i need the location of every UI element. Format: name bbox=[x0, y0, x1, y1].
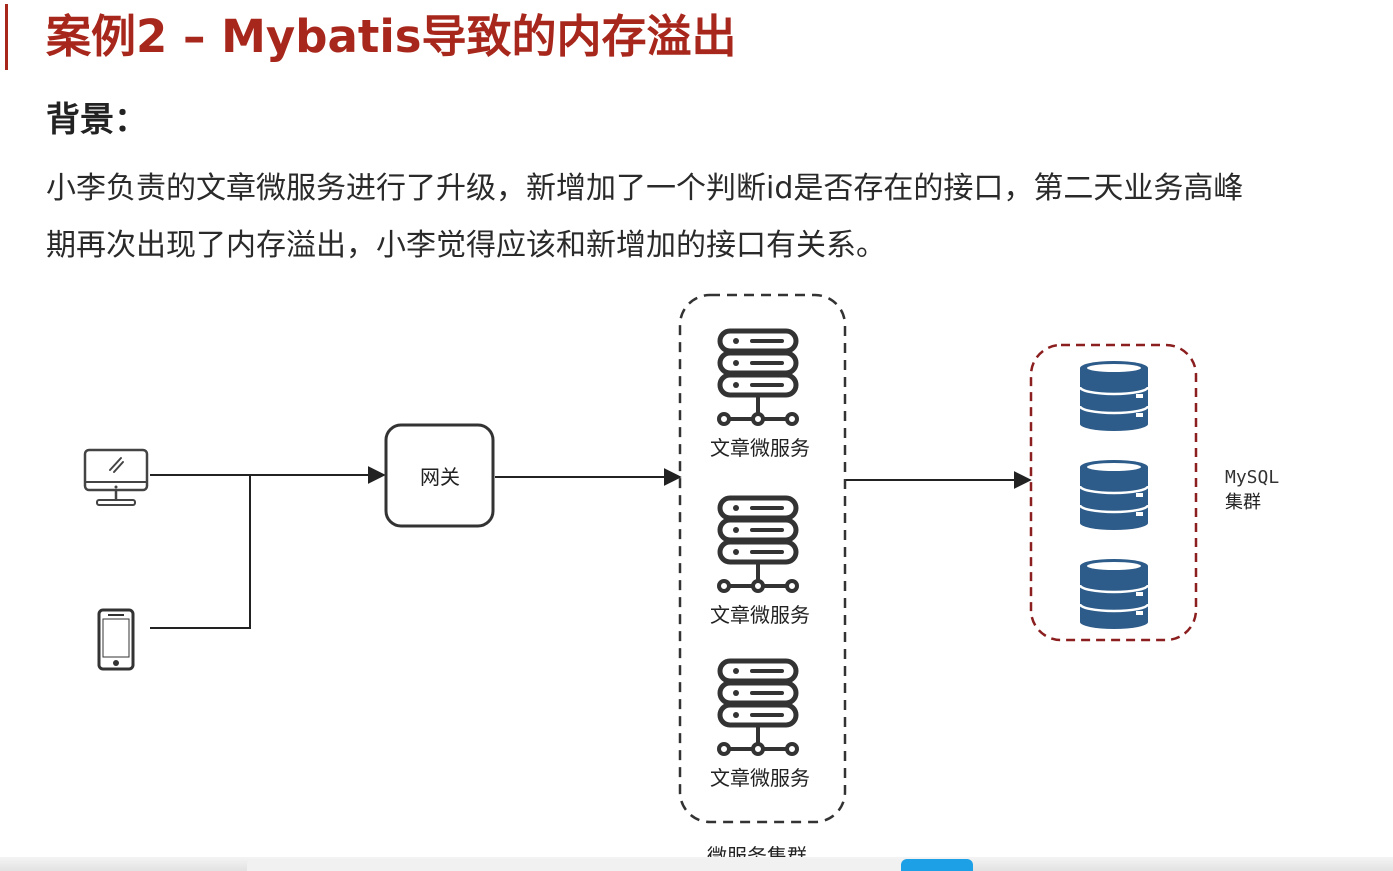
title-accent-bar bbox=[0, 4, 8, 70]
service-cluster-boundary bbox=[678, 293, 847, 824]
bottom-progress-track bbox=[247, 859, 973, 871]
description-line-2: 期再次出现了内存溢出，小李觉得应该和新增加的接口有关系。 bbox=[46, 228, 886, 263]
section-heading: 背景： bbox=[46, 100, 148, 140]
db-cluster-label-line2: 集群 bbox=[1225, 492, 1261, 513]
gateway-label: 网关 bbox=[420, 465, 460, 489]
mobile-connector-line bbox=[150, 475, 251, 629]
service-label: 文章微服务 bbox=[710, 436, 810, 460]
article-service-2: 文章微服务 bbox=[710, 498, 810, 627]
article-service-1: 文章微服务 bbox=[710, 331, 810, 460]
desktop-computer-icon bbox=[83, 448, 149, 506]
db-cluster-boundary bbox=[1029, 343, 1198, 642]
server-stack-icon bbox=[719, 331, 797, 424]
server-stack-icon bbox=[719, 661, 797, 754]
database-icon bbox=[1078, 359, 1150, 433]
slide-title: 案例2 – Mybatis导致的内存溢出 bbox=[46, 10, 737, 63]
background-description: 小李负责的文章微服务进行了升级，新增加了一个判断id是否存在的接口，第二天业务高… bbox=[46, 160, 1346, 274]
bottom-blue-tab bbox=[901, 859, 973, 871]
mobile-phone-icon bbox=[97, 608, 135, 671]
article-service-3: 文章微服务 bbox=[710, 661, 810, 790]
gateway-node: 网关 bbox=[384, 423, 495, 528]
server-stack-icon bbox=[719, 498, 797, 591]
db-cluster-label-line1: MySQL bbox=[1225, 467, 1279, 488]
description-line-1: 小李负责的文章微服务进行了升级，新增加了一个判断id是否存在的接口，第二天业务高… bbox=[46, 171, 1244, 206]
service-label: 文章微服务 bbox=[710, 766, 810, 790]
database-icon bbox=[1078, 458, 1150, 532]
service-label: 文章微服务 bbox=[710, 603, 810, 627]
database-icon bbox=[1078, 557, 1150, 631]
